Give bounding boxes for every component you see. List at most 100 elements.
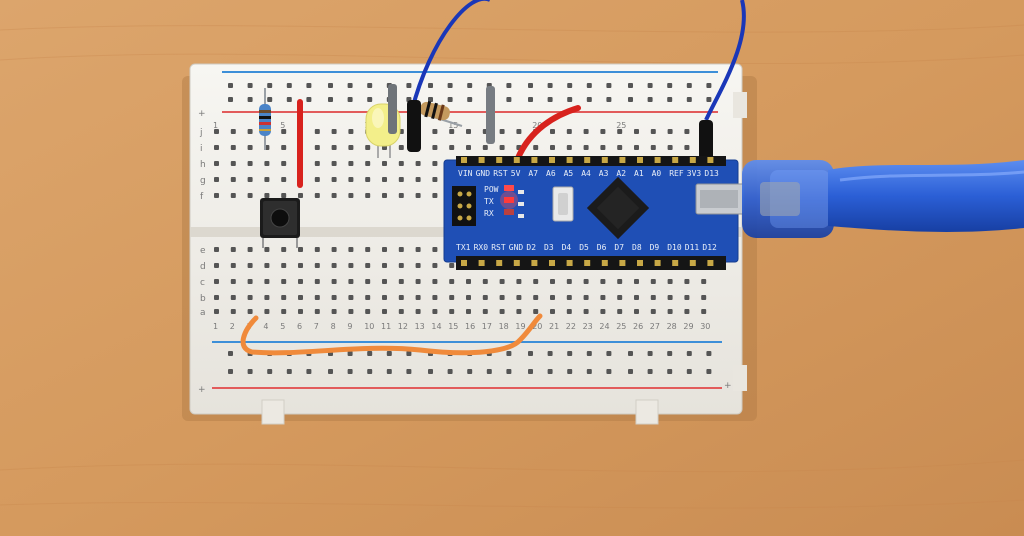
pin-label-top: VIN	[458, 169, 473, 178]
grid-hole	[600, 309, 606, 314]
row-letter: h	[200, 160, 206, 170]
column-number: 22	[566, 322, 576, 331]
grid-hole	[533, 145, 539, 150]
grid-hole	[298, 247, 303, 252]
grid-hole	[516, 309, 522, 314]
header-pin	[672, 157, 679, 163]
pin-label-bottom: RX0	[474, 243, 489, 252]
grid-hole	[617, 295, 623, 300]
status-led-label: TX	[484, 197, 494, 206]
grid-hole	[550, 309, 555, 314]
row-letter: g	[200, 176, 206, 186]
grid-hole	[214, 193, 219, 198]
column-number: 5	[280, 121, 285, 130]
rail-hole	[547, 97, 553, 102]
grid-hole	[533, 309, 539, 314]
rail-hole	[247, 83, 253, 88]
rail-hole	[586, 369, 592, 374]
grid-hole	[398, 177, 404, 182]
rail-hole	[706, 369, 712, 374]
rail-hole	[686, 369, 692, 374]
pin-label-top: A7	[528, 169, 538, 178]
rail-hole	[528, 83, 533, 88]
grid-hole	[281, 129, 287, 134]
row-letter: c	[200, 278, 205, 288]
rail-hole	[228, 97, 233, 102]
rail-hole	[567, 83, 573, 88]
rail-hole	[586, 97, 592, 102]
pin-label-bottom: D2	[526, 243, 536, 252]
grid-hole	[550, 295, 555, 300]
grid-hole	[230, 247, 236, 252]
header-pin	[496, 157, 503, 163]
rail-hole	[486, 369, 492, 374]
rail-hole	[367, 83, 373, 88]
rail-hole	[328, 97, 333, 102]
grid-hole	[583, 279, 589, 284]
grid-hole	[432, 129, 438, 134]
grid-hole	[482, 309, 488, 314]
rail-hole	[528, 351, 533, 356]
grid-hole	[533, 295, 539, 300]
grid-hole	[348, 279, 354, 284]
rail-hole	[667, 97, 673, 102]
grid-hole	[382, 193, 387, 198]
rail-hole	[267, 97, 273, 102]
grid-hole	[432, 145, 438, 150]
grid-hole	[331, 193, 337, 198]
grid-hole	[566, 129, 572, 134]
grid-hole	[566, 279, 572, 284]
rail-hole	[447, 97, 453, 102]
grid-hole	[365, 161, 371, 166]
rail-hole	[547, 369, 553, 374]
grid-hole	[634, 129, 639, 134]
grid-hole	[348, 145, 354, 150]
column-number: 8	[331, 322, 336, 331]
grid-hole	[650, 279, 656, 284]
rail-hole	[286, 83, 292, 88]
grid-hole	[365, 247, 371, 252]
grid-hole	[365, 279, 371, 284]
grid-hole	[449, 279, 455, 284]
header-pin	[707, 260, 714, 266]
rail-hole	[228, 83, 233, 88]
grid-hole	[449, 263, 455, 268]
grid-hole	[331, 295, 337, 300]
header-pin	[689, 260, 696, 266]
blue-jumper-wire-left	[410, 0, 490, 111]
rail-hole	[586, 83, 592, 88]
rail-hole	[567, 351, 573, 356]
pin-label-top: A4	[581, 169, 591, 178]
grid-hole	[214, 129, 219, 134]
rail-hole	[667, 351, 673, 356]
grid-hole	[583, 295, 589, 300]
grid-hole	[298, 295, 303, 300]
grid-hole	[230, 295, 236, 300]
grid-hole	[331, 161, 337, 166]
grid-hole	[415, 193, 421, 198]
tactile-push-button[interactable]	[260, 198, 300, 248]
grid-hole	[550, 279, 555, 284]
grid-hole	[466, 279, 471, 284]
grid-hole	[617, 145, 623, 150]
pin-label-bottom: D11	[685, 243, 700, 252]
rail-hole	[706, 83, 712, 88]
grid-hole	[214, 161, 219, 166]
rail-hole	[428, 369, 433, 374]
push-button-icon[interactable]	[270, 208, 290, 228]
grid-hole	[365, 193, 371, 198]
column-number: 15	[448, 121, 458, 130]
grid-hole	[331, 177, 337, 182]
grid-hole	[415, 247, 421, 252]
pin-label-bottom: GND	[509, 243, 524, 252]
grid-hole	[230, 145, 236, 150]
header-pin	[531, 157, 538, 163]
grid-hole	[247, 161, 253, 166]
grid-hole	[348, 263, 354, 268]
header-pin	[637, 260, 643, 266]
rail-hole	[286, 369, 292, 374]
grid-hole	[214, 279, 219, 284]
resistor-icon	[259, 104, 271, 136]
resistor-left	[259, 88, 271, 150]
